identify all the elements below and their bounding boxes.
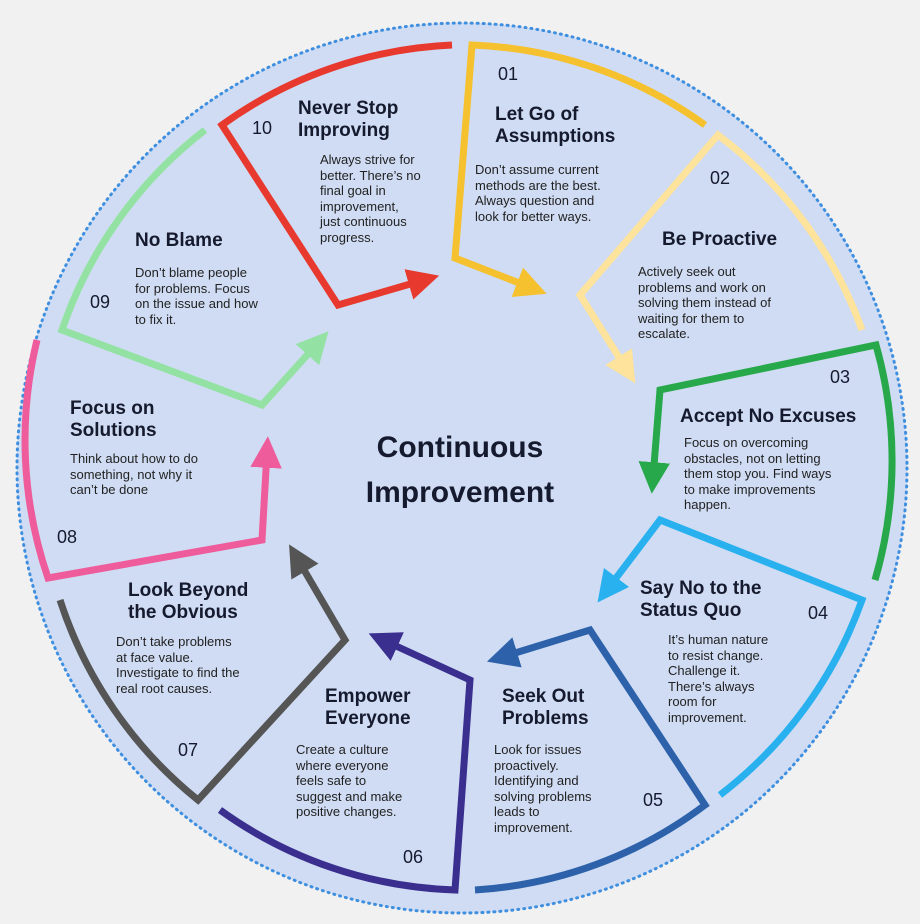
segment-09-arrow [57,127,329,410]
step-number: 02 [710,168,731,188]
step-text: Don’t take problems at face value. Inves… [116,634,240,696]
step-number: 06 [403,847,424,867]
step-number: 09 [90,292,111,312]
step-number: 03 [830,367,851,387]
step-title: Empower Everyone [325,686,411,729]
segment-05-arrow [474,625,710,894]
outer-circle [15,21,909,915]
step-text: Think about how to do something, not why… [70,451,198,497]
step-text: Create a culture where everyone feels sa… [296,742,403,819]
center-title: Continuous Improvement [365,431,555,509]
step-title: Look Beyond the Obvious [128,580,249,623]
step-text: Always strive for better. There’s no fin… [320,152,421,245]
step-title: Say No to the Status Quo [640,578,762,621]
step-text: Don’t blame people for problems. Focus o… [135,265,258,327]
segment-08-arrow [21,339,282,582]
step-title: Seek Out Problems [502,686,589,729]
step-title: Focus on Solutions [70,398,157,441]
segment-01-arrow [451,41,708,297]
step-title: Accept No Excuses [680,406,857,427]
step-title: Be Proactive [662,229,778,250]
step-text: Actively seek out problems and work on s… [638,264,771,341]
step-number: 01 [498,64,519,84]
step-title: Let Go of Assumptions [495,104,616,147]
step-number: 08 [57,527,78,547]
step-text: Look for issues proactively. Identifying… [494,742,592,835]
step-text: Don’t assume current methods are the bes… [475,162,601,224]
segment-10-arrow [217,41,453,310]
step-text: Focus on overcoming obstacles, not on le… [684,435,832,512]
segment-06-arrow [217,632,474,894]
segment-02-arrow [575,130,866,384]
step-number: 07 [178,740,199,760]
step-number: 10 [252,118,273,138]
segment-07-arrow [56,544,350,805]
step-number: 05 [643,790,664,810]
step-title: No Blame [135,230,223,251]
step-title: Never Stop Improving [298,98,399,141]
step-text: It’s human nature to resist change. Chal… [668,632,769,725]
step-number: 04 [808,603,829,623]
segment-04-arrow [597,515,867,798]
segment-03-arrow [638,340,896,581]
